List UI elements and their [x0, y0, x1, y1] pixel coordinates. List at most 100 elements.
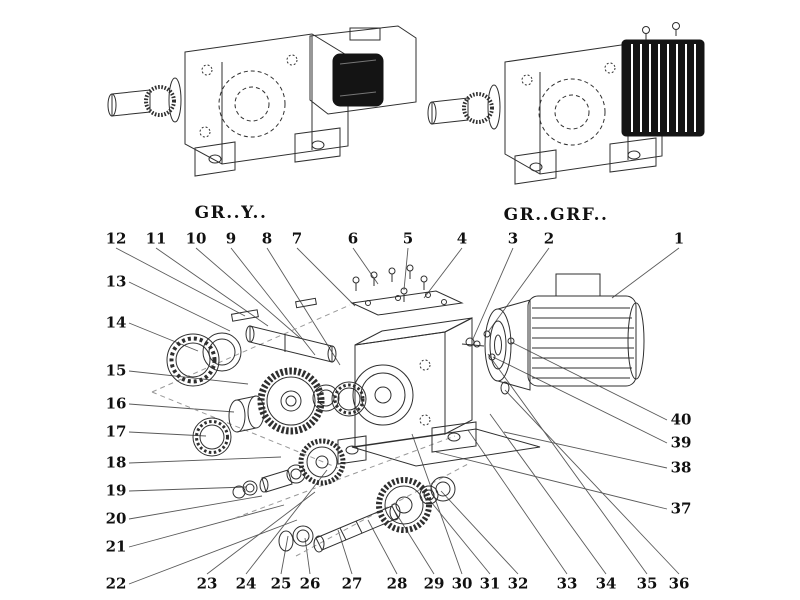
- callout-12: 12: [105, 229, 127, 248]
- leader-line-14: [128, 322, 199, 352]
- leader-line-30: [411, 433, 463, 575]
- callout-15: 15: [105, 361, 127, 380]
- callout-4: 4: [456, 229, 468, 248]
- callout-3: 3: [507, 229, 519, 248]
- leader-line-32: [440, 490, 519, 575]
- leader-line-9: [230, 247, 316, 356]
- callout-39: 39: [670, 433, 692, 452]
- leader-line-24: [245, 469, 328, 575]
- callout-9: 9: [225, 229, 237, 248]
- callout-28: 28: [386, 574, 408, 593]
- callout-20: 20: [105, 509, 127, 528]
- leader-line-7: [296, 247, 356, 307]
- callout-37: 37: [670, 499, 692, 518]
- leader-line-39: [492, 356, 668, 444]
- callout-22: 22: [105, 574, 127, 593]
- callout-31: 31: [479, 574, 501, 593]
- leader-line-35: [487, 353, 648, 575]
- base-plate: [351, 428, 541, 467]
- callout-24: 24: [235, 574, 257, 593]
- leader-line-13: [128, 281, 231, 332]
- callout-14: 14: [105, 313, 127, 332]
- leader-line-1: [611, 247, 680, 299]
- callout-35: 35: [636, 574, 658, 593]
- callout-16: 16: [105, 394, 127, 413]
- leader-line-27: [337, 529, 353, 575]
- leader-line-2: [487, 247, 550, 333]
- gear-intermediate: [298, 438, 346, 486]
- leader-line-29: [393, 509, 435, 575]
- leader-line-11: [155, 247, 269, 327]
- leader-line-36: [504, 389, 680, 575]
- callout-1: 1: [673, 229, 685, 248]
- output-shaft: [315, 505, 399, 551]
- leader-line-34: [489, 413, 607, 575]
- finned-cover-dark: [621, 22, 705, 137]
- leader-line-20: [128, 495, 263, 520]
- leader-line-21: [128, 504, 285, 548]
- gearbox-housing: [337, 317, 541, 467]
- callout-33: 33: [556, 574, 578, 593]
- leader-line-3: [472, 247, 514, 340]
- assembled-view-gr-y: [107, 25, 417, 177]
- callout-8: 8: [261, 229, 273, 248]
- callout-25: 25: [270, 574, 292, 593]
- leader-line-25: [280, 535, 289, 575]
- leader-line-18: [128, 456, 282, 464]
- callout-5: 5: [402, 229, 414, 248]
- output-gear: [376, 477, 432, 533]
- motor-terminal-box: [555, 273, 601, 297]
- callout-10: 10: [185, 229, 207, 248]
- leader-line-4: [423, 247, 463, 299]
- callout-19: 19: [105, 481, 127, 500]
- leader-line-40: [510, 341, 668, 421]
- leader-line-22: [128, 519, 298, 585]
- callout-27: 27: [341, 574, 363, 593]
- shaft-key-small: [295, 297, 317, 309]
- variant-label-gr-y: GR..Y..: [194, 203, 268, 223]
- callout-32: 32: [507, 574, 529, 593]
- leader-line-33: [467, 429, 568, 575]
- leader-line-15: [128, 370, 249, 385]
- top-cover-and-bolts: [350, 264, 464, 316]
- leader-lines: [115, 247, 680, 585]
- callout-40: 40: [670, 410, 692, 429]
- callout-29: 29: [423, 574, 445, 593]
- callout-13: 13: [105, 272, 127, 291]
- variant-label-gr-grf: GR..GRF..: [503, 205, 609, 225]
- motor-shaft-fasteners: [461, 330, 515, 395]
- exploded-view: [151, 264, 645, 557]
- input-shaft-group: [166, 297, 367, 499]
- bearing-rollers: [169, 336, 217, 384]
- leader-line-37: [435, 451, 668, 510]
- callout-18: 18: [105, 453, 127, 472]
- output-shaft-group: [278, 476, 456, 553]
- leader-line-38: [503, 431, 668, 469]
- leader-line-5: [403, 247, 409, 291]
- leader-line-16: [128, 403, 235, 413]
- leader-line-17: [128, 431, 207, 437]
- callout-23: 23: [196, 574, 218, 593]
- helical-gear-large: [257, 367, 325, 435]
- callout-6: 6: [347, 229, 359, 248]
- housing-foot-right: [431, 421, 477, 453]
- housing-foot-left: [337, 435, 367, 465]
- callout-36: 36: [668, 574, 690, 593]
- callout-38: 38: [670, 458, 692, 477]
- leader-line-19: [128, 486, 247, 492]
- callout-2: 2: [543, 229, 555, 248]
- leader-line-10: [195, 247, 301, 339]
- assembled-view-gr-grf: [427, 22, 705, 185]
- pinion-stub: [261, 469, 293, 493]
- callout-26: 26: [299, 574, 321, 593]
- callout-11: 11: [145, 229, 167, 248]
- leader-line-12: [115, 247, 246, 317]
- leader-line-26: [304, 537, 311, 575]
- leader-line-31: [426, 496, 491, 575]
- motor: [484, 273, 645, 391]
- callout-7: 7: [291, 229, 303, 248]
- callout-30: 30: [451, 574, 473, 593]
- callout-17: 17: [105, 422, 127, 441]
